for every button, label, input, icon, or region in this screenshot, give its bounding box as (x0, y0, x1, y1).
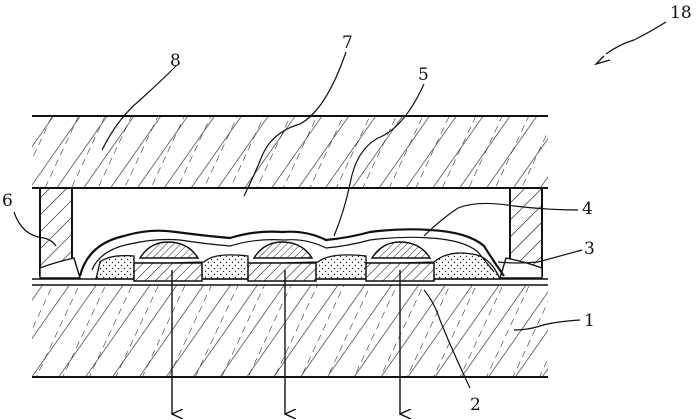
label-3: 3 (584, 239, 595, 259)
label-8: 8 (170, 51, 181, 71)
label-1: 1 (584, 311, 595, 331)
cover-plate (32, 116, 548, 188)
layer-5-bumps (140, 242, 430, 258)
substrate (32, 279, 548, 377)
label-18: 18 (670, 3, 692, 23)
label-5: 5 (418, 65, 429, 85)
label-2: 2 (470, 395, 481, 415)
leader-18 (606, 22, 666, 54)
label-6: 6 (2, 191, 13, 211)
electrodes (134, 263, 434, 281)
label-7: 7 (342, 33, 353, 53)
label-4: 4 (582, 199, 593, 219)
right-spacer (500, 188, 542, 278)
arrow-18-head (596, 56, 610, 64)
left-spacer (40, 188, 80, 278)
